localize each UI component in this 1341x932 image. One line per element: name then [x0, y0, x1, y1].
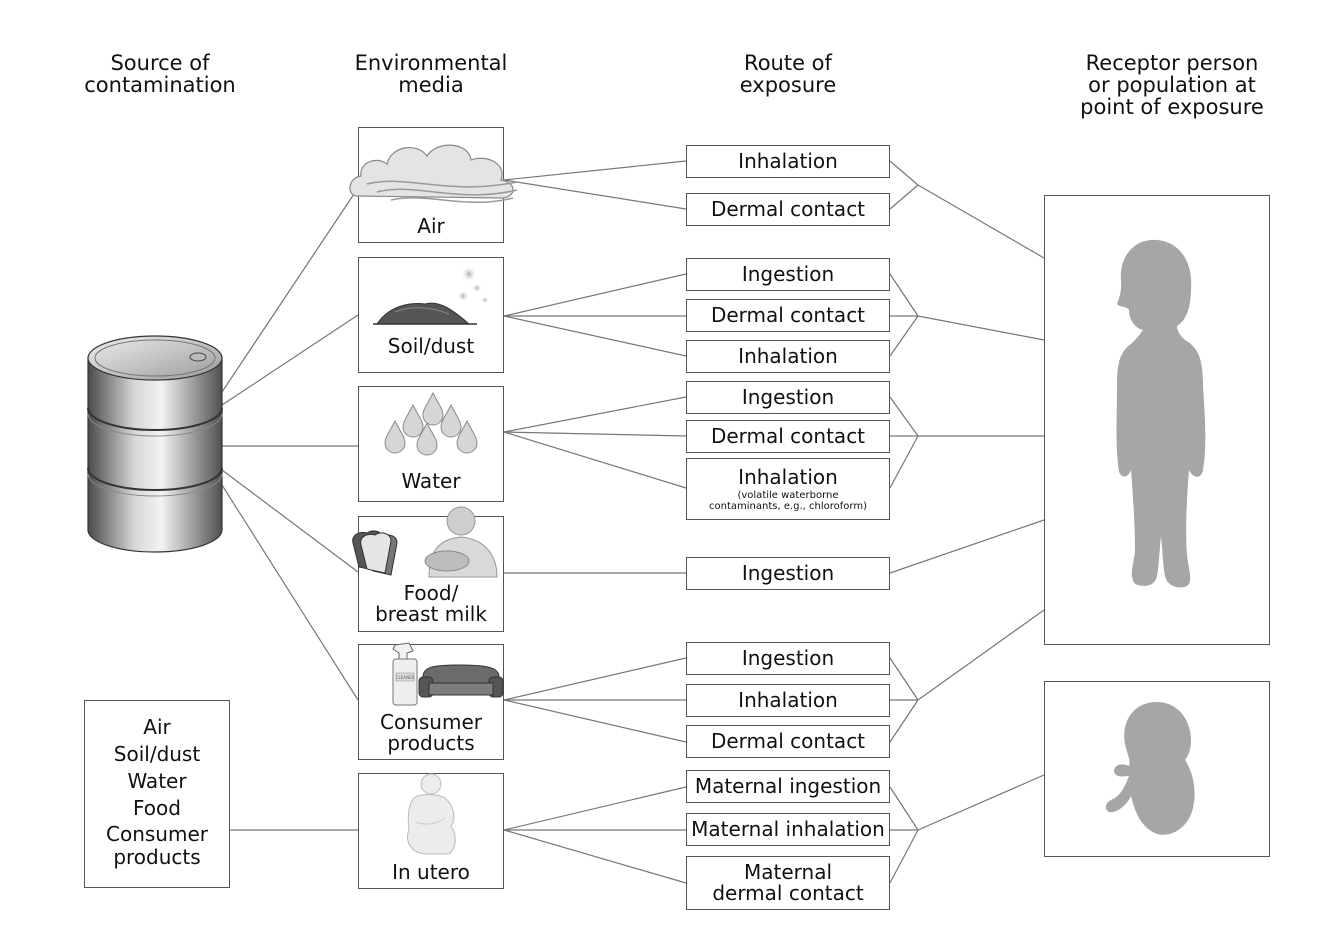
other-sources-box: Air Soil/dust Water Food Consumer produc… — [84, 700, 230, 888]
cloud-icon — [349, 144, 518, 203]
route-label: Maternal ingestion — [694, 774, 882, 798]
oil-drum-icon — [87, 335, 223, 553]
route-label: Ingestion — [741, 561, 835, 585]
route-box: Maternal dermal contact — [686, 856, 890, 910]
route-label: Maternal inhalation — [691, 817, 885, 841]
other-source-item: Water — [127, 769, 187, 793]
media-label-food-breast-milk: Food/ breast milk — [375, 581, 487, 626]
fetus-icon — [1105, 702, 1195, 835]
header-source-of-contamination: Source of contamination — [84, 51, 236, 97]
route-label: Ingestion — [741, 385, 835, 409]
route-box-inhalation-volatile: Inhalation (volatile waterborne contamin… — [686, 458, 890, 520]
media-label-water: Water — [401, 469, 461, 493]
route-label: Inhalation — [738, 464, 838, 489]
route-box: Inhalation — [686, 340, 890, 373]
route-label: Ingestion — [741, 646, 835, 670]
other-source-item: Air — [143, 715, 171, 739]
other-source-item: Consumer — [106, 822, 208, 846]
route-box: Ingestion — [686, 557, 890, 590]
route-label: Inhalation — [738, 688, 838, 712]
route-box: Maternal ingestion — [686, 770, 890, 803]
child-silhouette-icon — [1116, 239, 1206, 588]
route-label: Ingestion — [741, 262, 835, 286]
route-box: Dermal contact — [686, 193, 890, 226]
route-box: Ingestion — [686, 642, 890, 675]
pregnant-woman-icon — [407, 773, 456, 855]
media-box-consumer-products: CLEANER Consumer products — [358, 642, 504, 760]
route-label: Inhalation — [738, 149, 838, 173]
route-box: Dermal contact — [686, 725, 890, 758]
media-box-water: Water — [358, 386, 504, 502]
header-environmental-media: Environmental media — [354, 51, 508, 97]
other-sources-list: Air Soil/dust Water Food Consumer produc… — [85, 714, 229, 868]
header-route-of-exposure: Route of exposure — [739, 51, 837, 97]
route-box: Maternal inhalation — [686, 813, 890, 846]
route-label: Dermal contact — [710, 197, 866, 221]
route-label: Dermal contact — [710, 729, 866, 753]
receptor-box-fetus — [1044, 681, 1270, 857]
media-label-in-utero: In utero — [392, 860, 470, 884]
receptor-box-child — [1044, 195, 1270, 645]
other-source-item: products — [113, 845, 201, 869]
water-drops-icon — [384, 391, 478, 456]
other-source-item: Food — [133, 796, 181, 820]
media-box-food-breast-milk: Food/ breast milk — [352, 506, 504, 632]
header-receptor: Receptor person or population at point o… — [1080, 51, 1264, 119]
route-box: Inhalation — [686, 684, 890, 717]
route-note: (volatile waterborne contaminants, e.g.,… — [709, 489, 867, 512]
media-box-in-utero: In utero — [358, 773, 504, 889]
media-box-air: Air — [349, 127, 518, 243]
route-box: Ingestion — [686, 258, 890, 291]
route-box: Inhalation — [686, 145, 890, 178]
media-label-consumer-products: Consumer products — [380, 710, 482, 755]
media-label-air: Air — [417, 214, 445, 238]
route-label: Inhalation — [738, 344, 838, 368]
route-label: Dermal contact — [710, 303, 866, 327]
route-box: Dermal contact — [686, 299, 890, 332]
spray-bottle-and-sofa-icon: CLEANER — [392, 642, 504, 706]
route-label: Dermal contact — [710, 424, 866, 448]
route-box: Dermal contact — [686, 420, 890, 453]
bottle-label: CLEANER — [396, 675, 415, 680]
other-source-item: Soil/dust — [113, 742, 201, 766]
bread-and-nursing-mother-icon — [352, 506, 498, 578]
media-box-soil-dust: Soil/dust — [358, 257, 504, 373]
route-box: Ingestion — [686, 381, 890, 414]
media-label-soil-dust: Soil/dust — [387, 334, 475, 358]
soil-mound-icon — [373, 266, 489, 325]
route-label: Maternal dermal contact — [712, 860, 864, 905]
